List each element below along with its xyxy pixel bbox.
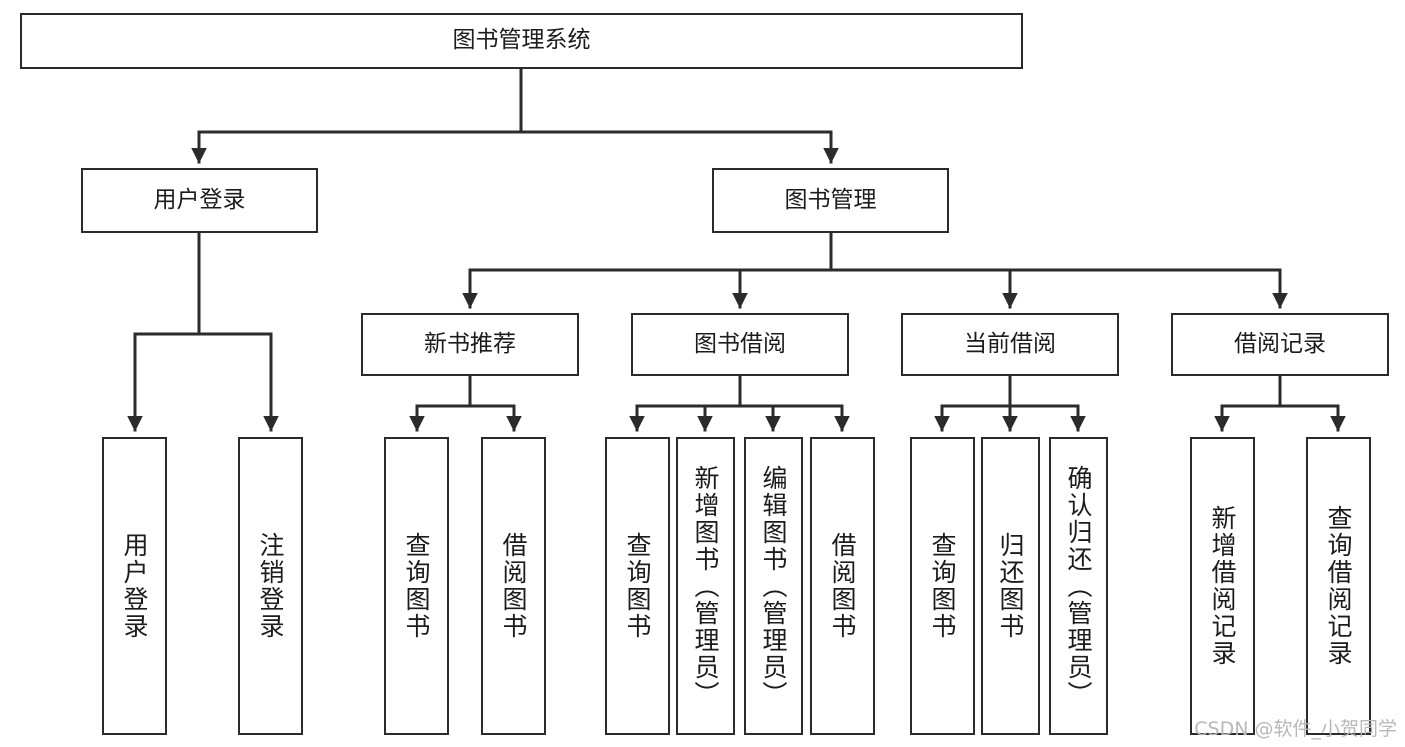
node-leaf-borrow-book-1[interactable]: 借阅图书	[481, 437, 546, 735]
node-leaf-borrow-book-2[interactable]: 借阅图书	[810, 437, 875, 735]
node-book-management[interactable]: 图书管理	[712, 168, 949, 233]
node-leaf-borrow-book-1-label: 借阅图书	[499, 532, 528, 640]
node-root-label: 图书管理系统	[452, 27, 591, 54]
node-leaf-query-book-1-label: 查询图书	[402, 532, 431, 640]
node-leaf-edit-book-label: 编辑图书（管理员）	[759, 464, 788, 708]
node-user-login[interactable]: 用户登录	[81, 168, 318, 233]
node-current-borrow[interactable]: 当前借阅	[901, 313, 1119, 376]
node-leaf-user-login[interactable]: 用户登录	[102, 437, 167, 735]
node-leaf-query-book-3[interactable]: 查询图书	[910, 437, 975, 735]
node-leaf-borrow-book-2-label: 借阅图书	[828, 532, 857, 640]
node-leaf-confirm-return-label: 确认归还（管理员）	[1064, 464, 1093, 708]
node-user-login-label: 用户登录	[153, 186, 246, 213]
node-leaf-confirm-return[interactable]: 确认归还（管理员）	[1049, 437, 1108, 735]
node-leaf-return-book[interactable]: 归还图书	[981, 437, 1040, 735]
node-borrow-record[interactable]: 借阅记录	[1171, 313, 1389, 376]
node-leaf-edit-book[interactable]: 编辑图书（管理员）	[744, 437, 803, 735]
node-book-borrow-label: 图书借阅	[694, 330, 786, 357]
node-book-management-label: 图书管理	[784, 186, 877, 213]
node-leaf-logout-login-label: 注销登录	[256, 532, 285, 640]
watermark-text: CSDN @软件_小贺同学	[1194, 718, 1397, 740]
node-leaf-query-borrow-record[interactable]: 查询借阅记录	[1306, 437, 1371, 735]
node-leaf-add-book-label: 新增图书（管理员）	[691, 464, 720, 708]
node-leaf-query-book-2[interactable]: 查询图书	[605, 437, 670, 735]
node-leaf-query-book-1[interactable]: 查询图书	[384, 437, 449, 735]
node-leaf-query-book-3-label: 查询图书	[928, 532, 957, 640]
node-leaf-user-login-label: 用户登录	[120, 532, 149, 640]
node-borrow-record-label: 借阅记录	[1234, 330, 1326, 357]
node-new-book-recommend-label: 新书推荐	[424, 330, 516, 357]
node-leaf-logout-login[interactable]: 注销登录	[238, 437, 303, 735]
node-leaf-add-book[interactable]: 新增图书（管理员）	[676, 437, 735, 735]
node-book-borrow[interactable]: 图书借阅	[631, 313, 849, 376]
node-leaf-query-book-2-label: 查询图书	[623, 532, 652, 640]
node-leaf-add-borrow-record[interactable]: 新增借阅记录	[1190, 437, 1255, 735]
node-current-borrow-label: 当前借阅	[964, 330, 1056, 357]
node-root[interactable]: 图书管理系统	[20, 13, 1023, 69]
node-new-book-recommend[interactable]: 新书推荐	[361, 313, 579, 376]
node-leaf-add-borrow-record-label: 新增借阅记录	[1208, 505, 1237, 667]
node-leaf-query-borrow-record-label: 查询借阅记录	[1324, 505, 1353, 667]
node-leaf-return-book-label: 归还图书	[996, 532, 1025, 640]
